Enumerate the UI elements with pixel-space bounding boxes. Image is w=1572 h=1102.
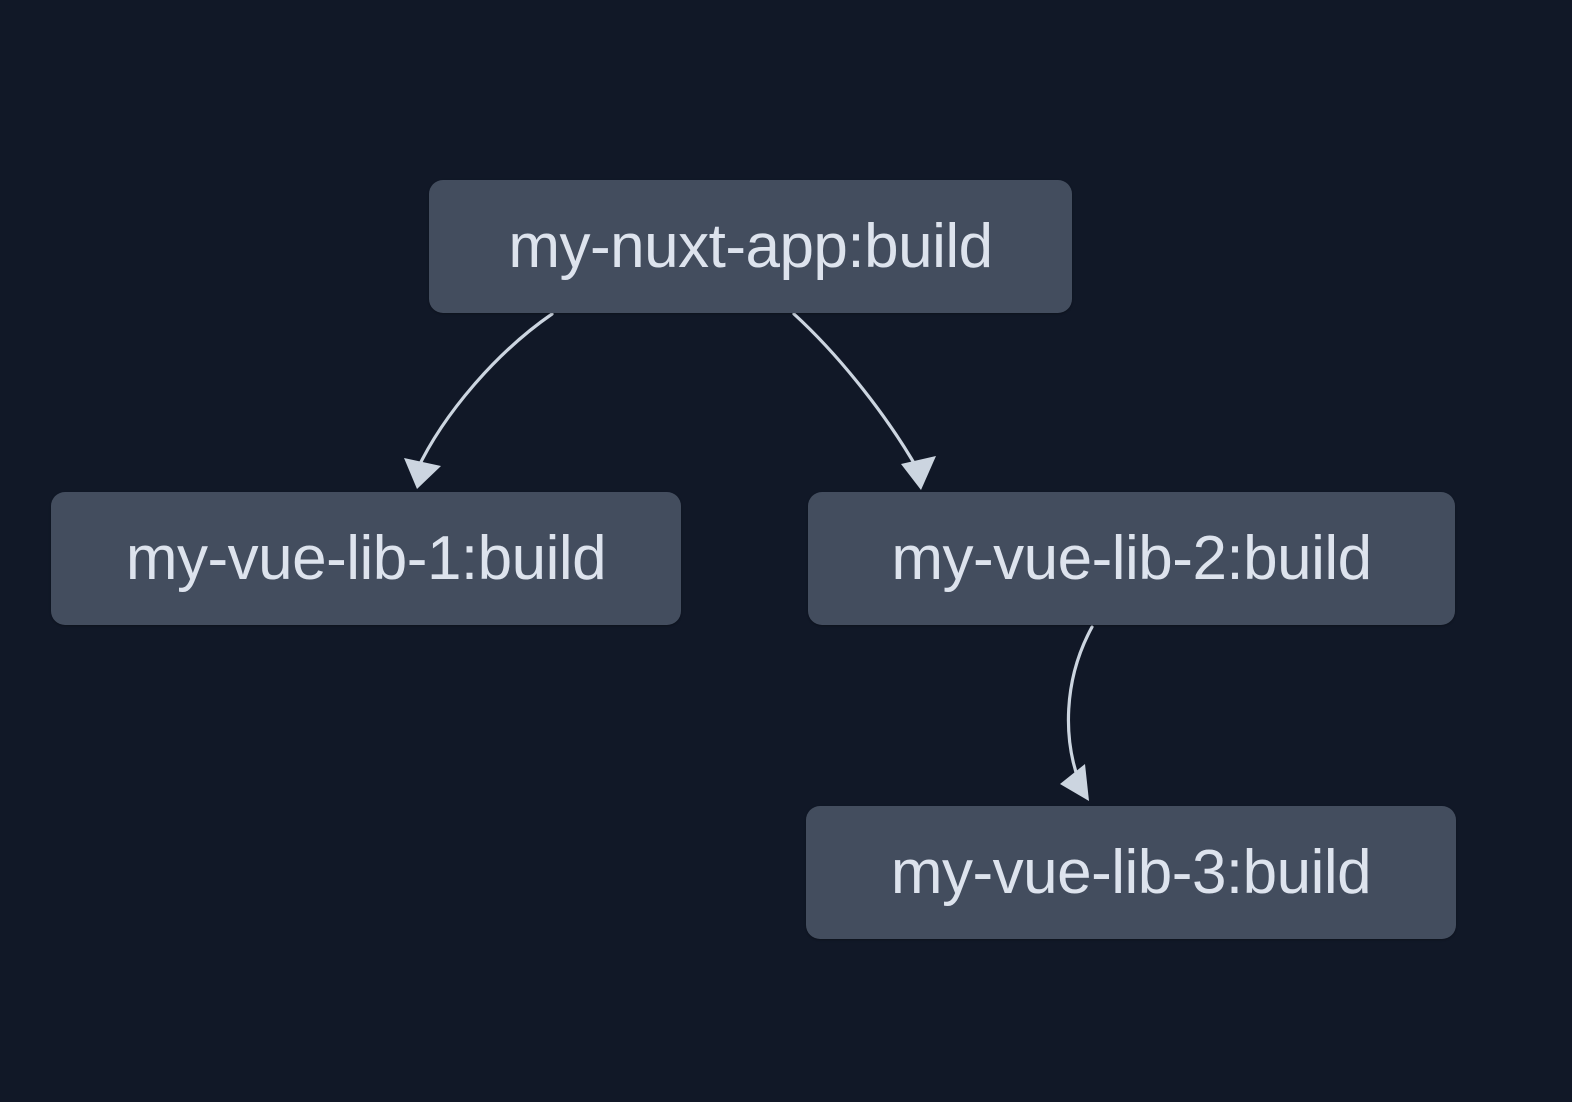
graph-node-label: my-vue-lib-3:build (890, 837, 1372, 907)
graph-node-my-nuxt-app-build[interactable]: my-nuxt-app:build (429, 180, 1072, 313)
edge-my-vue-lib-2-build-to-my-vue-lib-3-build (1060, 625, 1094, 801)
graph-node-label: my-vue-lib-2:build (891, 523, 1372, 593)
graph-node-label: my-vue-lib-1:build (125, 523, 607, 593)
arrowhead-icon (404, 458, 441, 489)
edge-curve (1066, 625, 1094, 786)
graph-node-my-vue-lib-3-build[interactable]: my-vue-lib-3:build (806, 806, 1456, 939)
graph-node-my-vue-lib-2-build[interactable]: my-vue-lib-2:build (808, 492, 1455, 625)
edge-my-nuxt-app-build-to-my-vue-lib-2-build (792, 312, 936, 490)
graph-node-label: my-nuxt-app:build (508, 211, 993, 281)
edge-curve (415, 312, 554, 472)
edge-my-nuxt-app-build-to-my-vue-lib-1-build (404, 312, 554, 489)
arrowhead-icon (1060, 764, 1089, 801)
graph-node-my-vue-lib-1-build[interactable]: my-vue-lib-1:build (51, 492, 681, 625)
edge-curve (792, 312, 920, 472)
arrowhead-icon (901, 456, 936, 490)
